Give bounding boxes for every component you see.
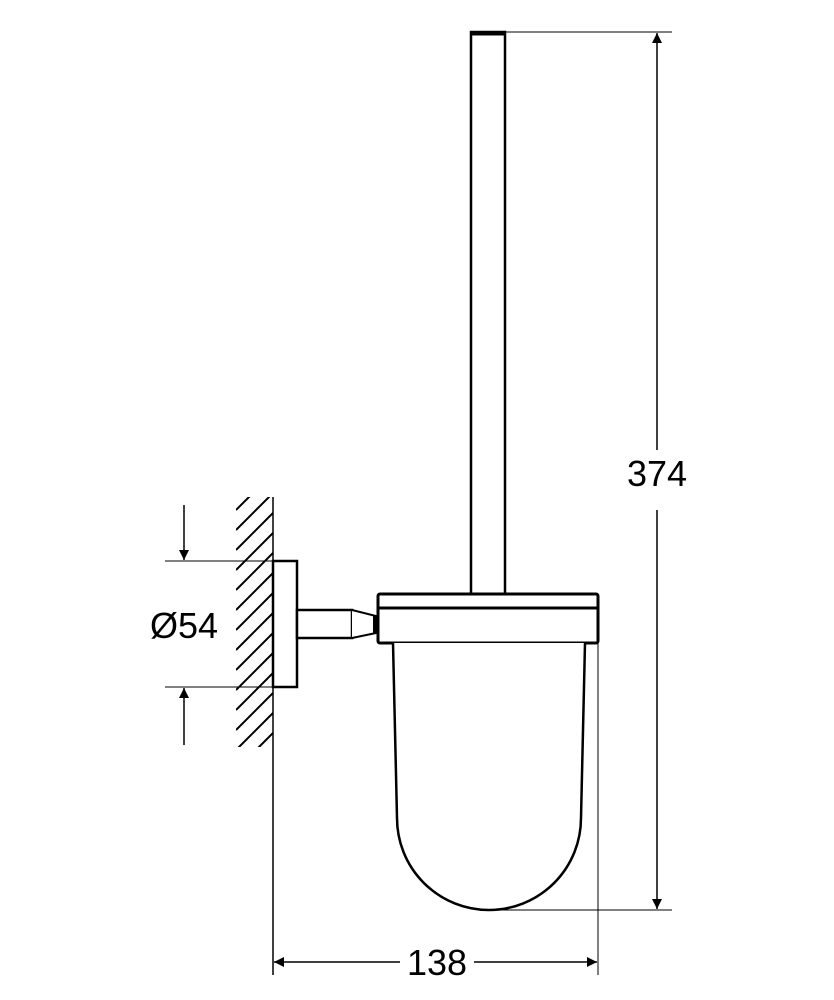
hatch-line [236, 632, 273, 671]
hatch-line [236, 497, 251, 511]
brush-cup [391, 642, 587, 912]
hatch-line [257, 732, 273, 747]
hatch-line [236, 532, 273, 571]
width-label: 138 [407, 942, 467, 983]
hatch-line [236, 612, 273, 651]
arm-cone [351, 609, 377, 639]
width-dimension: 138 [274, 643, 599, 983]
hatch-line [237, 712, 273, 747]
hatch-line [236, 592, 273, 631]
height-dimension: 374 [489, 31, 687, 911]
wall-rosette [271, 559, 299, 689]
hatch-line [236, 672, 273, 711]
hatch-line [236, 512, 273, 551]
hatch-line [236, 753, 273, 790]
holder-lid [376, 592, 600, 645]
brush-handle [469, 30, 507, 596]
hatch-line [236, 652, 273, 691]
hatch-line [236, 572, 273, 611]
hatch-line [236, 497, 271, 531]
hatch-line [236, 552, 273, 591]
holder-arm [295, 608, 354, 640]
height-label: 374 [627, 453, 687, 494]
rosette-diameter-dimension: Ø54 [150, 505, 273, 745]
diameter-label: Ø54 [150, 605, 218, 646]
wall-hatch [236, 497, 273, 790]
hatch-line [236, 692, 273, 731]
